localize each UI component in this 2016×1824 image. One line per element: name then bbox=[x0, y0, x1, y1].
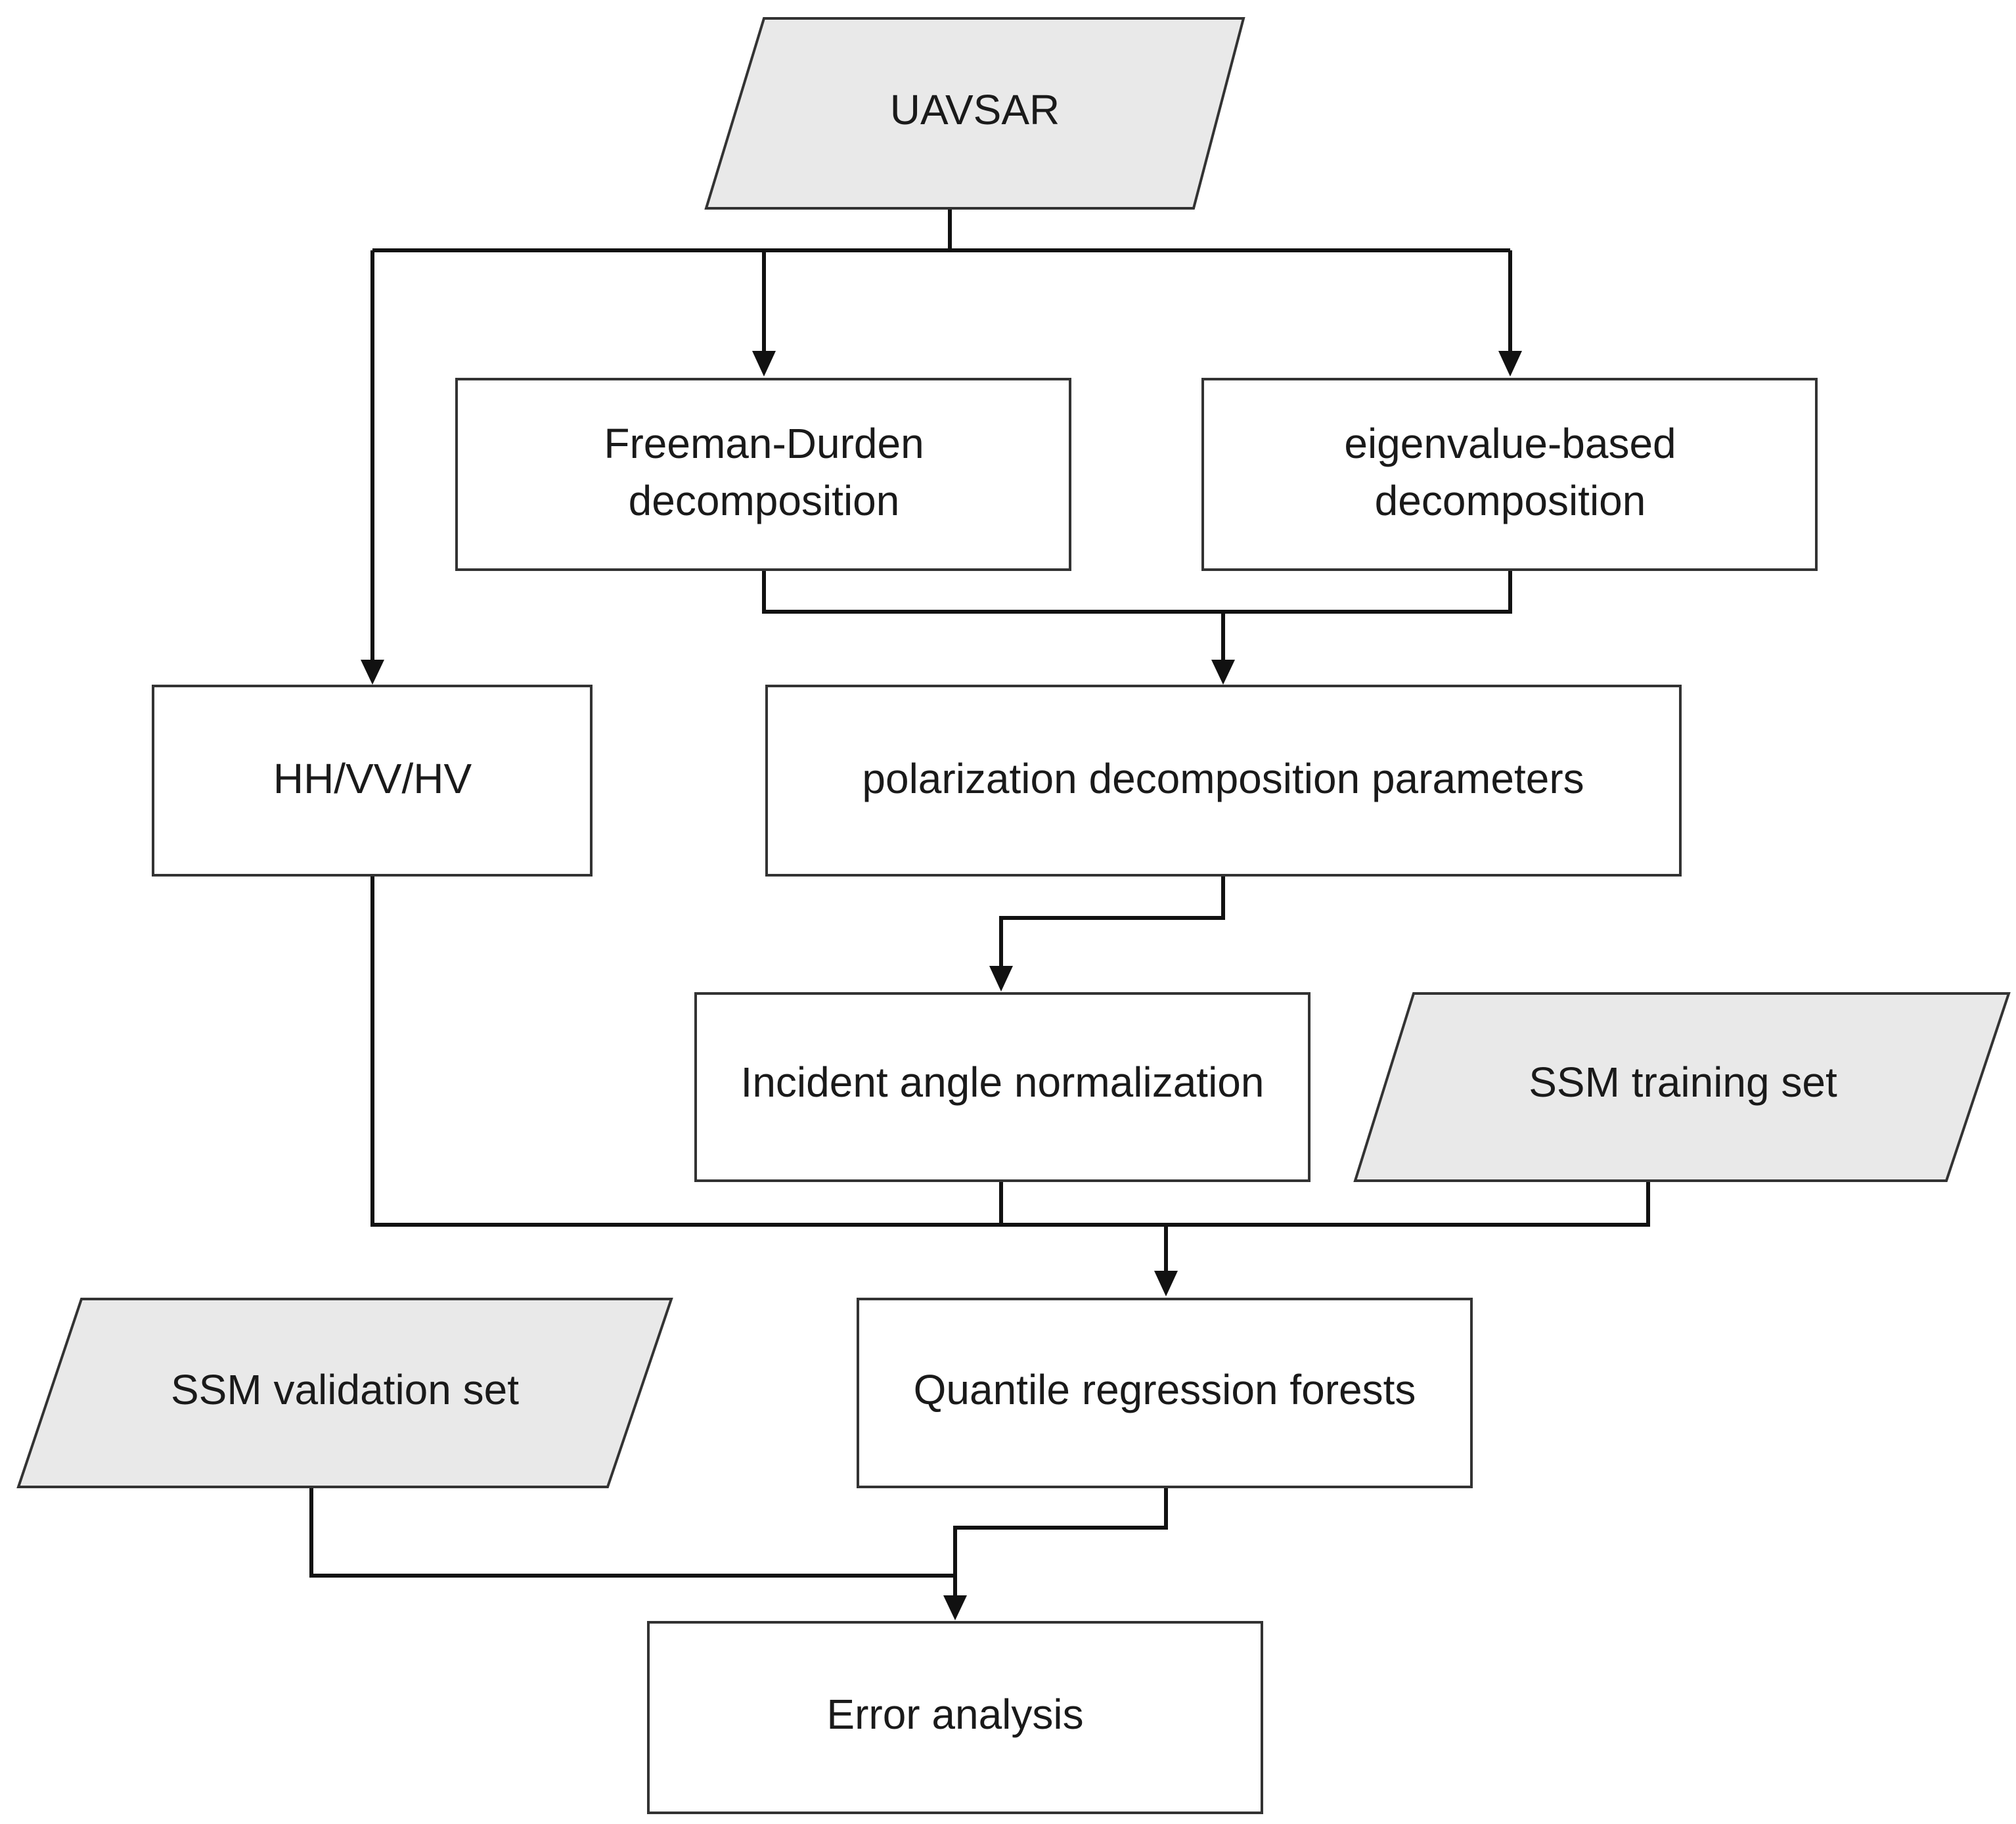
node-label-qrf: Quantile regression forests bbox=[914, 1366, 1416, 1413]
node-ssm-training: SSM training set bbox=[1353, 992, 2011, 1182]
node-label-eigen-line2: decomposition bbox=[1375, 477, 1646, 524]
arrowhead-polarization bbox=[1211, 660, 1235, 685]
node-label-incident: Incident angle normalization bbox=[741, 1059, 1265, 1106]
node-qrf: Quantile regression forests bbox=[857, 1298, 1473, 1488]
node-label-uavsar: UAVSAR bbox=[890, 86, 1060, 133]
node-ssm-validation: SSM validation set bbox=[16, 1298, 673, 1488]
arrowhead-freeman bbox=[752, 351, 776, 376]
edge-decomp-merge bbox=[762, 570, 1512, 614]
node-error-analysis: Error analysis bbox=[647, 1621, 1263, 1814]
arrowhead-incident bbox=[989, 966, 1013, 992]
node-eigenvalue-based: eigenvalue-based decomposition bbox=[1201, 378, 1818, 571]
arrowhead-qrf bbox=[1154, 1271, 1178, 1296]
rectangle-shape bbox=[152, 685, 593, 877]
node-hh-vv-hv: HH/VV/HV bbox=[152, 685, 593, 877]
node-uavsar: UAVSAR bbox=[704, 17, 1245, 210]
edge-hhvvhv-down bbox=[370, 875, 1166, 1227]
rectangle-shape bbox=[694, 992, 1310, 1182]
rectangle-shape bbox=[455, 378, 1071, 571]
node-label-freeman-line2: decomposition bbox=[629, 477, 900, 524]
rectangle-shape bbox=[857, 1298, 1473, 1488]
edge-training-down bbox=[1166, 1181, 1650, 1227]
node-incident-angle: Incident angle normalization bbox=[694, 992, 1310, 1182]
arrowhead-hhvvhv bbox=[361, 660, 384, 685]
parallelogram-shape bbox=[1353, 992, 2011, 1182]
connectors bbox=[309, 208, 1650, 1620]
rectangle-shape bbox=[647, 1621, 1263, 1814]
node-label-ssm-validation: SSM validation set bbox=[171, 1366, 519, 1413]
rectangle-shape bbox=[1201, 378, 1818, 571]
parallelogram-shape bbox=[16, 1298, 673, 1488]
node-label-polarization: polarization decomposition parameters bbox=[862, 755, 1584, 802]
arrowhead-eigen bbox=[1498, 351, 1522, 376]
node-label-hhvvhv: HH/VV/HV bbox=[273, 755, 472, 802]
edge-qrf-to-error bbox=[953, 1487, 1168, 1598]
edge-polarization-to-incident bbox=[999, 875, 1225, 970]
node-label-error: Error analysis bbox=[826, 1691, 1083, 1738]
node-polarization-params: polarization decomposition parameters bbox=[765, 685, 1682, 877]
node-label-ssm-training: SSM training set bbox=[1529, 1059, 1837, 1106]
edge-validation-to-error bbox=[309, 1487, 955, 1578]
rectangle-shape bbox=[765, 685, 1682, 877]
arrowhead-error bbox=[943, 1595, 967, 1620]
node-label-freeman-line1: Freeman-Durden bbox=[604, 420, 924, 467]
node-label-eigen-line1: eigenvalue-based bbox=[1344, 420, 1676, 467]
node-freeman-durden: Freeman-Durden decomposition bbox=[455, 378, 1071, 571]
parallelogram-shape bbox=[704, 17, 1245, 210]
